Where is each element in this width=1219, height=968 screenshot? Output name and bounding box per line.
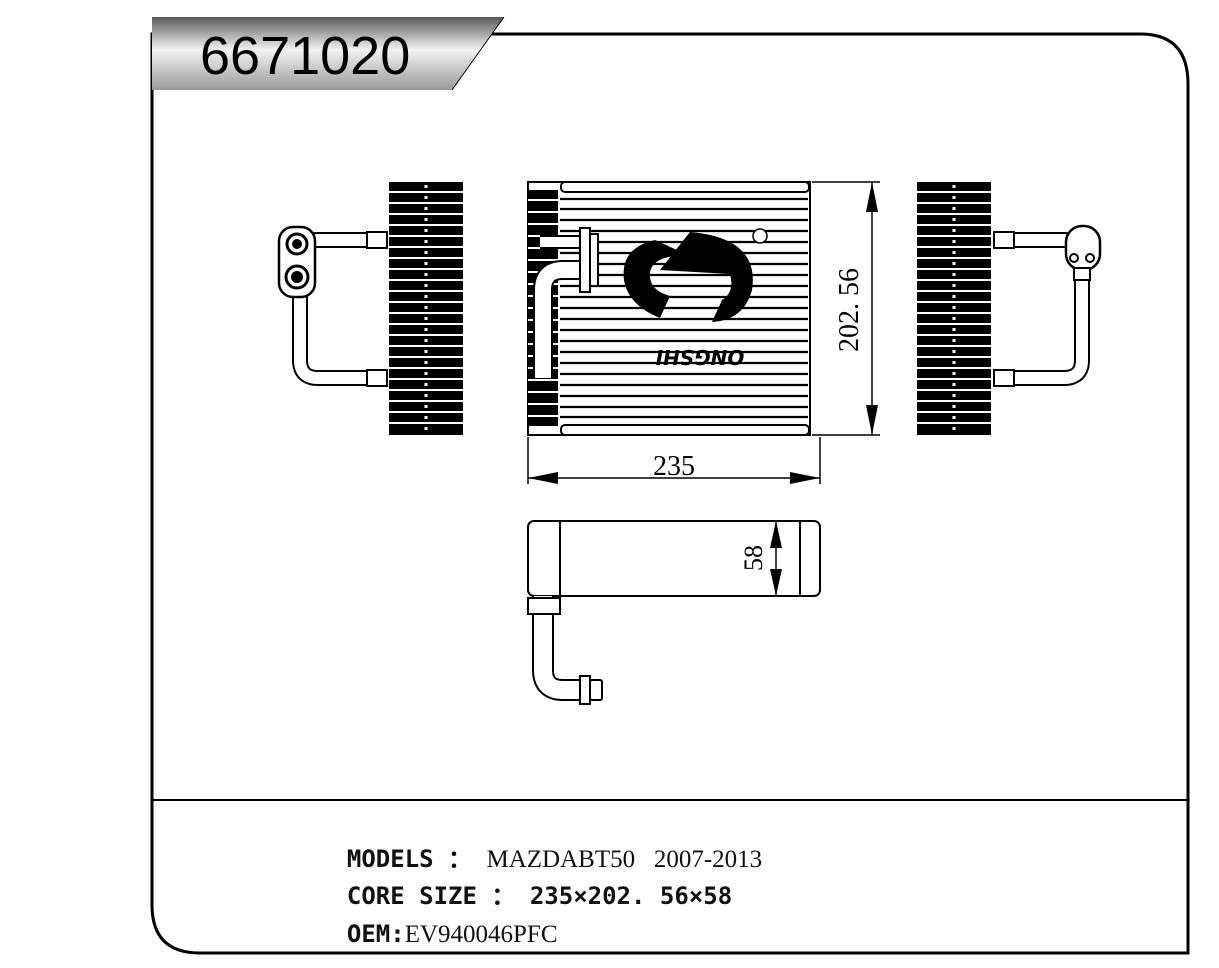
depth-dimension: 58 — [739, 521, 782, 596]
spec-models-label: MODELS ： — [346, 845, 487, 873]
part-number: 6671020 — [200, 26, 410, 86]
spec-core-size-label: CORE SIZE ： — [346, 882, 530, 910]
front-view: ONGSHI — [527, 181, 811, 436]
spec-core-size: CORE SIZE ： 235×202. 56×58 — [333, 851, 732, 911]
sheet-border — [150, 32, 1190, 955]
spec-oem: OEM:EV940046PFC — [333, 889, 558, 950]
right-side-view — [917, 182, 1102, 435]
spec-models: MODELS ： MAZDABT50 2007-2013 — [333, 814, 762, 875]
width-dimension: 235 — [527, 437, 821, 484]
spec-oem-value: EV940046PFC — [404, 921, 558, 948]
height-dimension-label: 202. 56 — [834, 268, 865, 352]
width-dimension-label: 235 — [653, 451, 695, 482]
spec-models-value: MAZDABT50 2007-2013 — [486, 846, 763, 873]
top-view — [527, 520, 821, 705]
height-dimension: 202. 56 — [812, 181, 880, 436]
part-number-tab: 6671020 — [152, 16, 505, 91]
spec-oem-label: OEM: — [346, 920, 405, 948]
left-side-view — [277, 182, 463, 435]
brand-logo: ONGSHI — [623, 228, 768, 369]
depth-dimension-label: 58 — [739, 545, 768, 571]
brand-logo-text: ONGSHI — [655, 345, 744, 369]
spec-core-size-value: 235×202. 56×58 — [529, 882, 733, 910]
